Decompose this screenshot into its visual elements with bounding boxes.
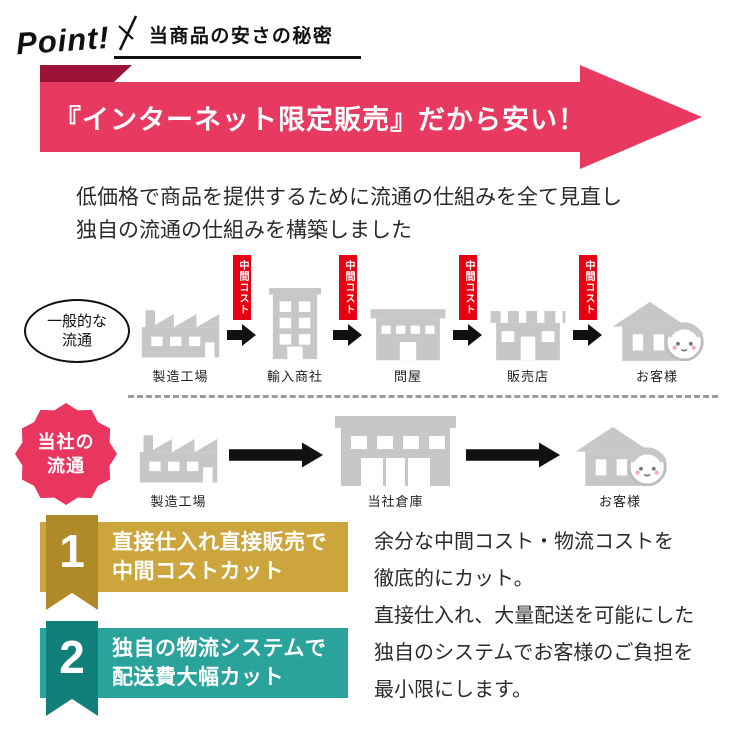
point-1-ribbon: 1 bbox=[46, 515, 98, 610]
description-line: 独自のシステムでお客様のご負担を bbox=[374, 642, 694, 664]
our-flow-burst-badge: 当社の 流通 bbox=[12, 400, 120, 508]
flow-step-factory: 製造工場 bbox=[138, 301, 223, 385]
description-line: 徹底的にカット。 bbox=[374, 568, 534, 590]
factory-icon bbox=[141, 310, 220, 358]
general-flow-section: 一般的な 流通 製造工場 中間コスト bbox=[24, 255, 740, 385]
step-label: 製造工場 bbox=[152, 369, 209, 384]
flow-step-factory: 製造工場 bbox=[136, 426, 221, 510]
our-flow-section: 当社の 流通 製造工場 bbox=[12, 400, 740, 510]
intro-paragraph: 低価格で商品を提供するために流通の仕組みを全て見直し 独自の流通の仕組みを構築し… bbox=[76, 181, 740, 247]
cost-badge: 中間コスト bbox=[459, 255, 477, 320]
flow-connector: 中間コスト bbox=[453, 255, 483, 347]
point-2-line2: 配送費大幅カット bbox=[112, 666, 284, 689]
customer-house-icon bbox=[612, 301, 704, 361]
wholesaler-icon bbox=[370, 309, 446, 361]
flow-step-our-warehouse: 当社倉庫 bbox=[333, 414, 458, 510]
flow-step-customer: お客様 bbox=[607, 298, 707, 385]
our-flow-label: 当社の 流通 bbox=[12, 400, 120, 508]
step-label: 問屋 bbox=[393, 369, 422, 384]
step-label: 当社倉庫 bbox=[367, 494, 424, 509]
flow-connector: 中間コスト bbox=[333, 255, 363, 347]
cost-badge: 中間コスト bbox=[339, 255, 357, 320]
our-flow-label-line2: 流通 bbox=[47, 456, 85, 476]
arrow-banner-shape bbox=[40, 65, 702, 169]
point-logo: Point! bbox=[14, 19, 111, 62]
points-description: 余分な中間コスト・物流コストを 徹底的にカット。 直接仕入れ、大量配送を可能にし… bbox=[374, 522, 694, 709]
step-label: お客様 bbox=[598, 494, 641, 509]
general-flow-label-line1: 一般的な bbox=[46, 313, 107, 330]
point-1-line2: 中間コストカット bbox=[112, 560, 284, 583]
description-line: 直接仕入れ、大量配送を可能にした bbox=[374, 605, 695, 627]
flow-step-importer: 輸入商社 bbox=[261, 286, 329, 385]
store-icon bbox=[490, 311, 566, 361]
point-2-ribbon: 2 bbox=[46, 621, 98, 716]
slash-icon bbox=[118, 15, 137, 51]
long-arrow-icon bbox=[229, 442, 324, 468]
dashed-divider bbox=[128, 395, 718, 398]
our-warehouse-icon bbox=[335, 416, 456, 486]
description-line: 最小限にします。 bbox=[374, 679, 532, 701]
customer-house-icon bbox=[575, 426, 667, 486]
flow-connector: 中間コスト bbox=[573, 255, 603, 347]
point-2-text: 独自の物流システムで 配送費大幅カット bbox=[112, 634, 326, 692]
long-arrow-icon bbox=[466, 442, 561, 468]
burst-shape bbox=[14, 402, 118, 506]
point-1-number: 1 bbox=[59, 525, 85, 577]
flow-arrow-icon bbox=[227, 324, 256, 346]
point-1-text: 直接仕入れ直接販売で 中間コストカット bbox=[112, 528, 327, 586]
point-2-number: 2 bbox=[59, 631, 85, 683]
flow-connector: 中間コスト bbox=[227, 255, 257, 347]
flow-step-store: 販売店 bbox=[487, 303, 569, 385]
importer-building-icon bbox=[269, 287, 321, 360]
flow-arrow-icon bbox=[573, 324, 602, 346]
cost-badge: 中間コスト bbox=[579, 255, 597, 320]
description-line: 余分な中間コスト・物流コストを bbox=[374, 531, 674, 553]
factory-icon bbox=[139, 435, 218, 483]
flow-connector bbox=[466, 440, 562, 470]
flow-arrow-icon bbox=[333, 324, 362, 346]
point-2-banner: 2 独自の物流システムで 配送費大幅カット bbox=[40, 621, 348, 716]
our-flow-label-line1: 当社の bbox=[37, 432, 95, 452]
flow-arrow-icon bbox=[453, 324, 482, 346]
flow-step-wholesaler: 問屋 bbox=[367, 303, 449, 385]
step-label: 輸入商社 bbox=[266, 369, 323, 384]
sale-arrow-banner: 『インターネット限定販売』だから安い！ bbox=[0, 65, 740, 169]
page-header: Point! 当商品の安さの秘密 bbox=[0, 0, 740, 61]
general-flow-label-line2: 流通 bbox=[61, 332, 92, 349]
point-1-banner: 1 直接仕入れ直接販売で 中間コストカット bbox=[40, 515, 348, 610]
cost-badge: 中間コスト bbox=[233, 255, 251, 320]
banner-text: 『インターネット限定販売』だから安い！ bbox=[54, 104, 586, 135]
step-label: お客様 bbox=[635, 369, 678, 384]
point-2-line1: 独自の物流システムで bbox=[112, 637, 327, 660]
header-underline: 当商品の安さの秘密 bbox=[113, 14, 362, 59]
flow-step-customer: お客様 bbox=[570, 423, 670, 510]
points-section: 1 直接仕入れ直接販売で 中間コストカット 2 独自の物流システムで 配送費大幅… bbox=[0, 515, 740, 716]
flow-connector bbox=[229, 440, 325, 470]
step-label: 製造工場 bbox=[150, 494, 207, 509]
step-label: 販売店 bbox=[506, 369, 549, 384]
general-flow-label: 一般的な 流通 bbox=[24, 299, 130, 363]
intro-line-1: 低価格で商品を提供するために流通の仕組みを全て見直し bbox=[76, 186, 622, 209]
point-1-line1: 直接仕入れ直接販売で bbox=[112, 531, 327, 554]
intro-line-2: 独自の流通の仕組みを構築しました bbox=[76, 219, 412, 242]
points-column: 1 直接仕入れ直接販売で 中間コストカット 2 独自の物流システムで 配送費大幅… bbox=[40, 515, 348, 716]
page-title: 当商品の安さの秘密 bbox=[148, 26, 334, 47]
